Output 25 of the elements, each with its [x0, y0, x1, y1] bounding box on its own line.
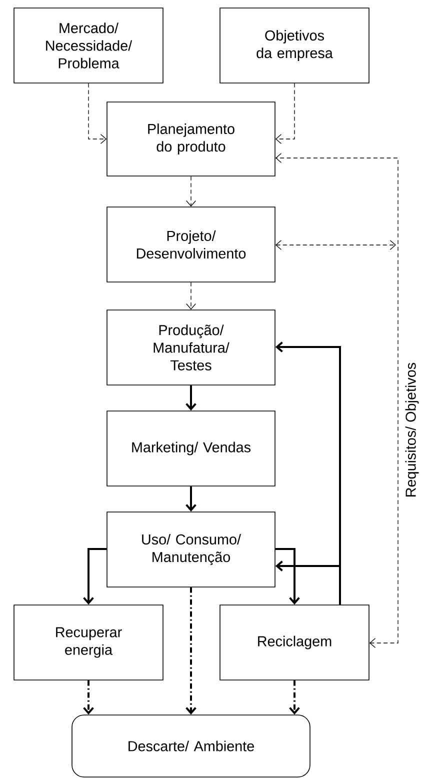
arrow [83, 680, 94, 715]
process-box: Produção/ Manufatura/ Testes [106, 310, 276, 386]
arrow [186, 282, 196, 310]
end-box: Descarte/ Ambiente [72, 714, 310, 778]
arrow [186, 385, 196, 411]
arrow [275, 153, 398, 648]
arrow [275, 83, 295, 144]
process-box: Uso/ Consumo/ Manutenção [106, 512, 276, 588]
process-box: Recuperar energia [14, 604, 164, 680]
process-box: Mercado/ Necessidade/ Problema [14, 8, 164, 84]
arrow [186, 486, 196, 512]
process-box: Projeto/ Desenvolvimento [106, 206, 276, 282]
process-box: Planejamento do produto [106, 102, 276, 176]
arrow [275, 560, 341, 605]
process-box: Marketing/ Vendas [106, 410, 276, 486]
process-box: Reciclagem [220, 604, 370, 680]
arrow [186, 587, 196, 715]
process-box: Objetivos da empresa [220, 8, 370, 84]
arrow [275, 548, 300, 605]
arrow [275, 240, 396, 250]
arrow [186, 176, 196, 207]
arrow [88, 83, 107, 144]
arrow [289, 680, 300, 715]
arrow [83, 548, 107, 605]
edge-label: Requisitos/ Objetivos [405, 362, 419, 496]
